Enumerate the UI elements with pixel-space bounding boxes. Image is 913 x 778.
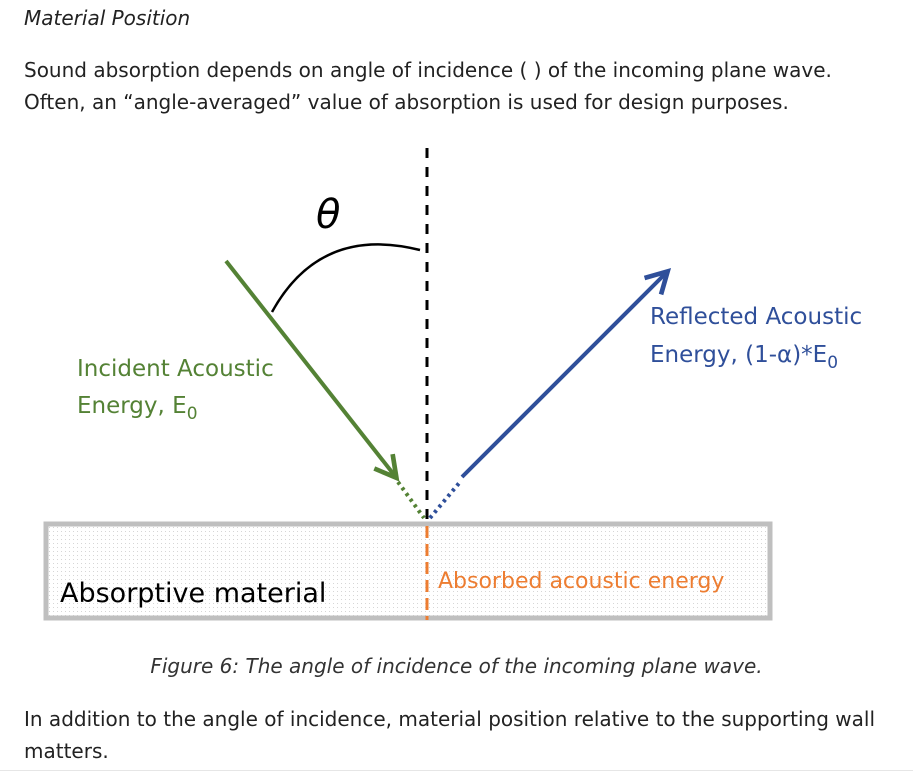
- absorbed-energy-label: Absorbed acoustic energy: [438, 569, 724, 594]
- reflected-label-line-2: Energy, (1-α)*E0: [650, 342, 838, 373]
- incident-label-text: Energy, E: [77, 393, 187, 419]
- intro-paragraph: Sound absorption depends on angle of inc…: [24, 54, 904, 118]
- figure-caption: Figure 6: The angle of incidence of the …: [150, 654, 763, 678]
- reflected-label-text: Energy, (1-α)*E: [650, 342, 827, 368]
- intro-line-2: Often, an “angle-averaged” value of abso…: [24, 90, 789, 114]
- absorptive-material-block: [43, 521, 773, 621]
- reflected-wave-arrow: [460, 273, 666, 479]
- reflected-wave-dotted-tail: [428, 480, 462, 520]
- outro-paragraph: In addition to the angle of incidence, m…: [24, 707, 875, 763]
- incident-wave-dotted-tail: [396, 480, 426, 520]
- incident-label-line-1: Incident Acoustic: [77, 356, 274, 382]
- angle-of-incidence-figure: θ Incident Acoustic Energy, E0 Reflected…: [43, 148, 862, 621]
- incident-label-line-2: Energy, E0: [77, 393, 198, 424]
- incident-wave-arrow: [224, 259, 395, 476]
- theta-angle-arc: [270, 243, 421, 313]
- reflected-label-line-1: Reflected Acoustic: [650, 304, 862, 330]
- section-title: Material Position: [24, 6, 191, 30]
- incident-label-subscript: 0: [187, 404, 198, 424]
- intro-line-1: Sound absorption depends on angle of inc…: [24, 58, 832, 82]
- bottom-divider: [0, 770, 913, 771]
- reflected-label-subscript: 0: [827, 353, 838, 373]
- theta-symbol: θ: [316, 192, 340, 238]
- absorptive-material-label: Absorptive material: [60, 578, 326, 609]
